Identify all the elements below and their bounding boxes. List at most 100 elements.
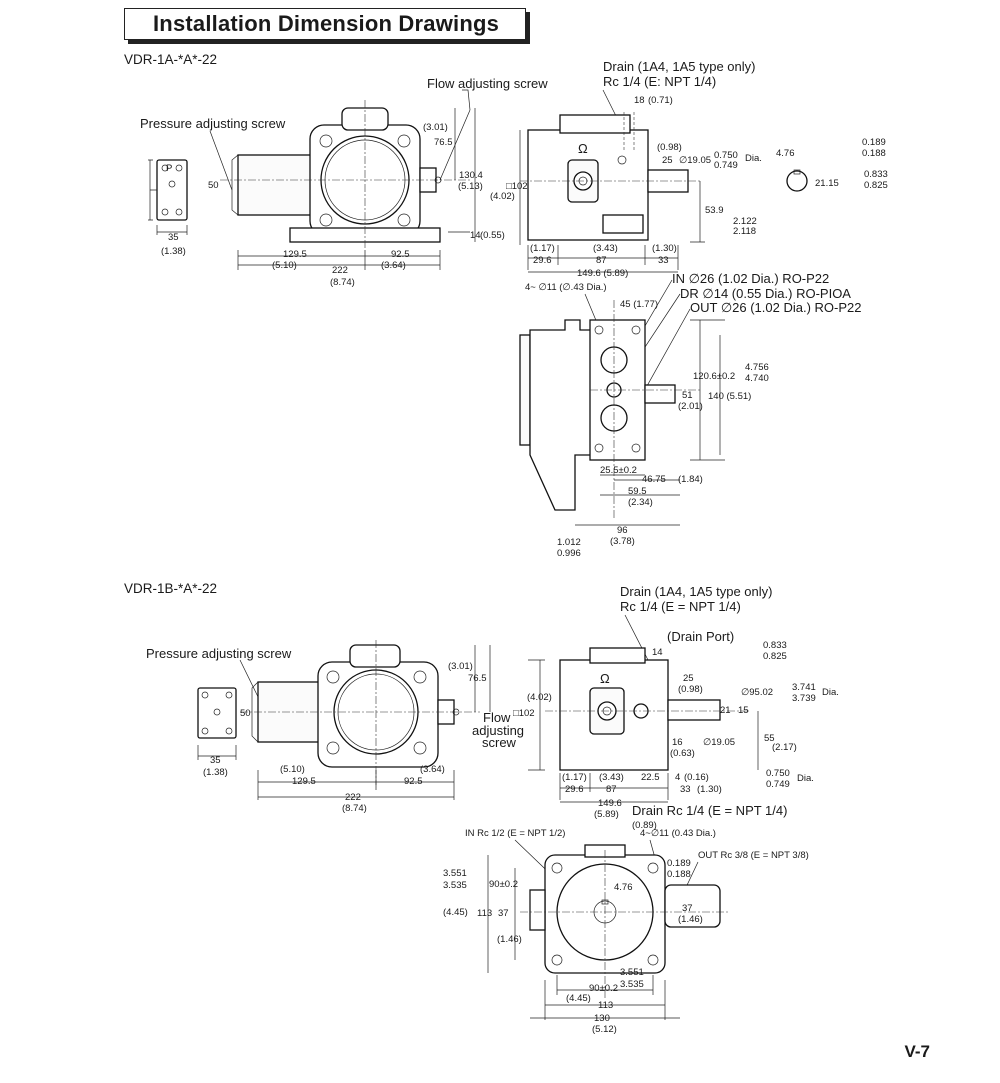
dim-925-b: 92.5 <box>404 776 423 787</box>
port-view-a: IN ∅26 (1.02 Dia.) RO-P22 DR ∅14 (0.55 D… <box>519 271 861 559</box>
dim-513-a: (5.13) <box>458 181 483 192</box>
dim-key-in2-a: 0.188 <box>862 148 886 159</box>
dim-874-a: (8.74) <box>330 277 355 288</box>
dim-378-a: (3.78) <box>610 536 635 547</box>
holes-label-a: 4~ ∅11 (∅.43 Dia.) <box>525 282 607 293</box>
dim-0750-b: 0.750 <box>766 768 790 779</box>
dim-113-b2: 113 <box>598 1000 613 1011</box>
dim-4-b: 4 <box>675 772 680 783</box>
dim-shaft95-in1-b: 3.741 <box>792 682 816 693</box>
page-title: Installation Dimension Drawings <box>153 11 500 36</box>
dim-key-in1-a: 0.189 <box>862 137 886 148</box>
in-port-label-b: IN Rc 1/2 (E = NPT 1/2) <box>465 828 565 839</box>
dim-3535-b2: 3.535 <box>620 979 644 990</box>
dim-key-b: 4.76 <box>614 882 633 893</box>
dim-35-a: 35 <box>168 232 179 243</box>
dim-296-b: 29.6 <box>565 784 584 795</box>
dim-shaft-a: ∅19.05 <box>679 155 711 166</box>
dim-539-in1-a: 2.122 <box>733 216 757 227</box>
pressure-screw-leader-a <box>209 130 233 191</box>
dim-0996-a: 0.996 <box>557 548 581 559</box>
dim-2115-in2-a: 0.825 <box>864 180 888 191</box>
dim-765-a: 76.5 <box>434 137 453 148</box>
dim-1206-in1-a: 4.756 <box>745 362 769 373</box>
dim-87-a: 87 <box>596 255 607 266</box>
dim-dia-b1: Dia. <box>822 687 839 698</box>
drain-bottom-label-b: Drain Rc 1/4 (E = NPT 1/4) <box>632 803 787 818</box>
dim-2115-in1-a: 0.833 <box>864 169 888 180</box>
dim-25-a: 25 <box>662 155 673 166</box>
dim-dia-b2: Dia. <box>797 773 814 784</box>
dim-765-b: 76.5 <box>468 673 487 684</box>
drain-label-b-1: Drain (1A4, 1A5 type only) <box>620 584 772 599</box>
dim-102-a: □102 <box>506 181 528 192</box>
dim-50-b: 50 <box>240 708 251 719</box>
dim-364-b: (3.64) <box>420 764 445 775</box>
dim-874-b: (8.74) <box>342 803 367 814</box>
drain-label-b-2: Rc 1/4 (E = NPT 1/4) <box>620 599 741 614</box>
dim-222-b: 222 <box>345 792 361 803</box>
dim-35-b: 35 <box>210 755 221 766</box>
dim-089-b: (0.89) <box>632 820 657 831</box>
rotation-mark-a: Ω <box>578 141 588 156</box>
dim-138-a: (1.38) <box>161 246 186 257</box>
page-number: V-7 <box>904 1042 930 1061</box>
dim-539-in2-a: 2.118 <box>733 226 756 237</box>
dim-33-a: 33 <box>658 255 669 266</box>
rotation-mark-b: Ω <box>600 671 610 686</box>
side-view-b: (4.02) □102 Ω 14 0.833 0.825 25 (0.98) ∅… <box>513 640 839 831</box>
end-view-a: P 35 (1.38) <box>148 159 188 257</box>
dim-510-b: (5.10) <box>280 764 305 775</box>
dim-50-a: 50 <box>208 180 219 191</box>
dim-098-a: (0.98) <box>657 142 682 153</box>
dim-402-a: (4.02) <box>490 191 515 202</box>
dim-1295-a: 129.5 <box>283 249 307 260</box>
dim-595-a: 59.5 <box>628 486 647 497</box>
dim-343-a: (3.43) <box>593 243 618 254</box>
dim-90-b2: 90±0.2 <box>589 983 618 994</box>
dim-1206-a: 120.6±0.2 <box>693 371 735 382</box>
end-view-b: 50 35 (1.38) <box>197 687 251 778</box>
dim-510-a: (5.10) <box>272 260 297 271</box>
dim-225-b: 22.5 <box>641 772 660 783</box>
dim-117-a: (1.17) <box>530 243 555 254</box>
dim-296-a: 29.6 <box>533 255 552 266</box>
shaft-section-a: 4.76 0.189 0.188 21.15 0.833 0.825 <box>776 137 888 192</box>
dim-445-b1: (4.45) <box>443 907 468 918</box>
dim-539-a: 53.9 <box>705 205 724 216</box>
dim-016-b: (0.16) <box>684 772 709 783</box>
dim-14-a: 14 <box>470 230 481 241</box>
dim-138-b: (1.38) <box>203 767 228 778</box>
dim-0188-b: 0.188 <box>667 869 691 880</box>
flow-screw-label-a: Flow adjusting screw <box>427 76 548 91</box>
dim-key-a: 4.76 <box>776 148 795 159</box>
dim-364-a: (3.64) <box>381 260 406 271</box>
dim-37-b1: 37 <box>498 908 509 919</box>
end-p-mark: P <box>166 163 172 174</box>
dim-1304-a: 130.4 <box>459 170 483 181</box>
out-port-label-a: OUT ∅26 (1.02 Dia.) RO-P22 <box>690 300 861 315</box>
dim-87-b: 87 <box>606 784 617 795</box>
dim-402-b: (4.02) <box>527 692 552 703</box>
dim-33-b: 33 <box>680 784 691 795</box>
dim-201-a: (2.01) <box>678 401 703 412</box>
dim-146-b1: (1.46) <box>497 934 522 945</box>
out-port-label-b: OUT Rc 3/8 (E = NPT 3/8) <box>698 850 809 861</box>
dr-port-label-a: DR ∅14 (0.55 Dia.) RO-PIOA <box>680 286 851 301</box>
dim-1206-in2-a: 4.740 <box>745 373 769 384</box>
dim-4675-a: 46.75 <box>642 474 666 485</box>
front-view-b: (5.10) 129.5 92.5 (3.64) 222 (8.74) (3.0… <box>240 640 524 814</box>
dim-shaft-in2-a: 0.749 <box>714 160 738 171</box>
dim-51-a: 51 <box>682 390 693 401</box>
dim-shaft-in1-a: 0.750 <box>714 150 738 161</box>
flow-screw-label-b-1: Flow <box>483 710 511 725</box>
dim-1905-b: ∅19.05 <box>703 737 735 748</box>
dim-25-b: 25 <box>683 673 694 684</box>
dim-1496-a: 149.6 (5.89) <box>577 268 628 279</box>
dim-589-b: (5.89) <box>594 809 619 820</box>
dim-234-a: (2.34) <box>628 497 653 508</box>
dim-255-a: 25.5±0.2 <box>600 465 637 476</box>
dim-512-b: (5.12) <box>592 1024 617 1035</box>
port-view-b: IN Rc 1/2 (E = NPT 1/2) 4~∅11 (0.43 Dia.… <box>443 828 809 1035</box>
